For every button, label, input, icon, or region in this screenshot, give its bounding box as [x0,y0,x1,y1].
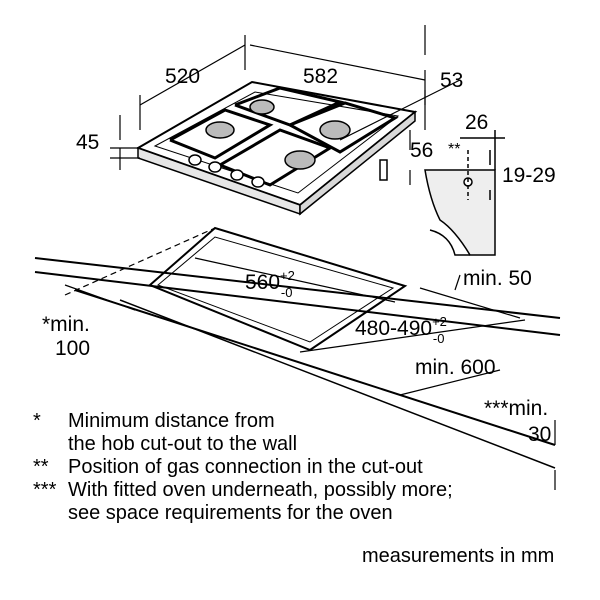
dimension-min-100-line2: 100 [55,337,91,360]
cutout-dimension-lines [64,257,556,490]
legend-symbol: ** [33,456,49,478]
hob-illustration [135,80,418,216]
countertop [34,226,561,469]
legend-symbol: *** [33,479,57,501]
legend-text: see space requirements for the oven [68,502,393,524]
dimension-min-30-line2: 30 [528,423,552,446]
dimension-min-30-line1: ***min. [484,397,549,420]
dimension-min-600: min. 600 [415,356,496,379]
dimension-19-29: 19-29 [502,164,556,187]
dimension-53: 53 [440,69,464,92]
legend-text: the hob cut-out to the wall [68,433,298,455]
dimension-min-100-line1: *min. [42,313,90,336]
dimension-min-50: min. 50 [463,267,532,290]
dimension-26: 26 [465,111,489,134]
hob-dimension-lines [110,25,461,185]
cutout-width-label: 560+2-0 [245,268,295,300]
legend-text: Position of gas connection in the cut-ou… [68,456,423,478]
gas-connection-detail [424,130,505,256]
legend-text: Minimum distance from [68,410,275,432]
dimension-45: 45 [76,131,100,154]
dimension-56: 56 [410,139,434,162]
units-note: measurements in mm [362,545,555,567]
gas-connection-marker: ** [448,141,461,158]
legend-symbol: * [33,410,41,432]
dimension-520: 520 [165,65,201,88]
dimension-582: 582 [303,65,339,88]
cutout-depth-label: 480-490+2-0 [355,314,447,346]
legend-text: With fitted oven underneath, possibly mo… [68,479,453,501]
